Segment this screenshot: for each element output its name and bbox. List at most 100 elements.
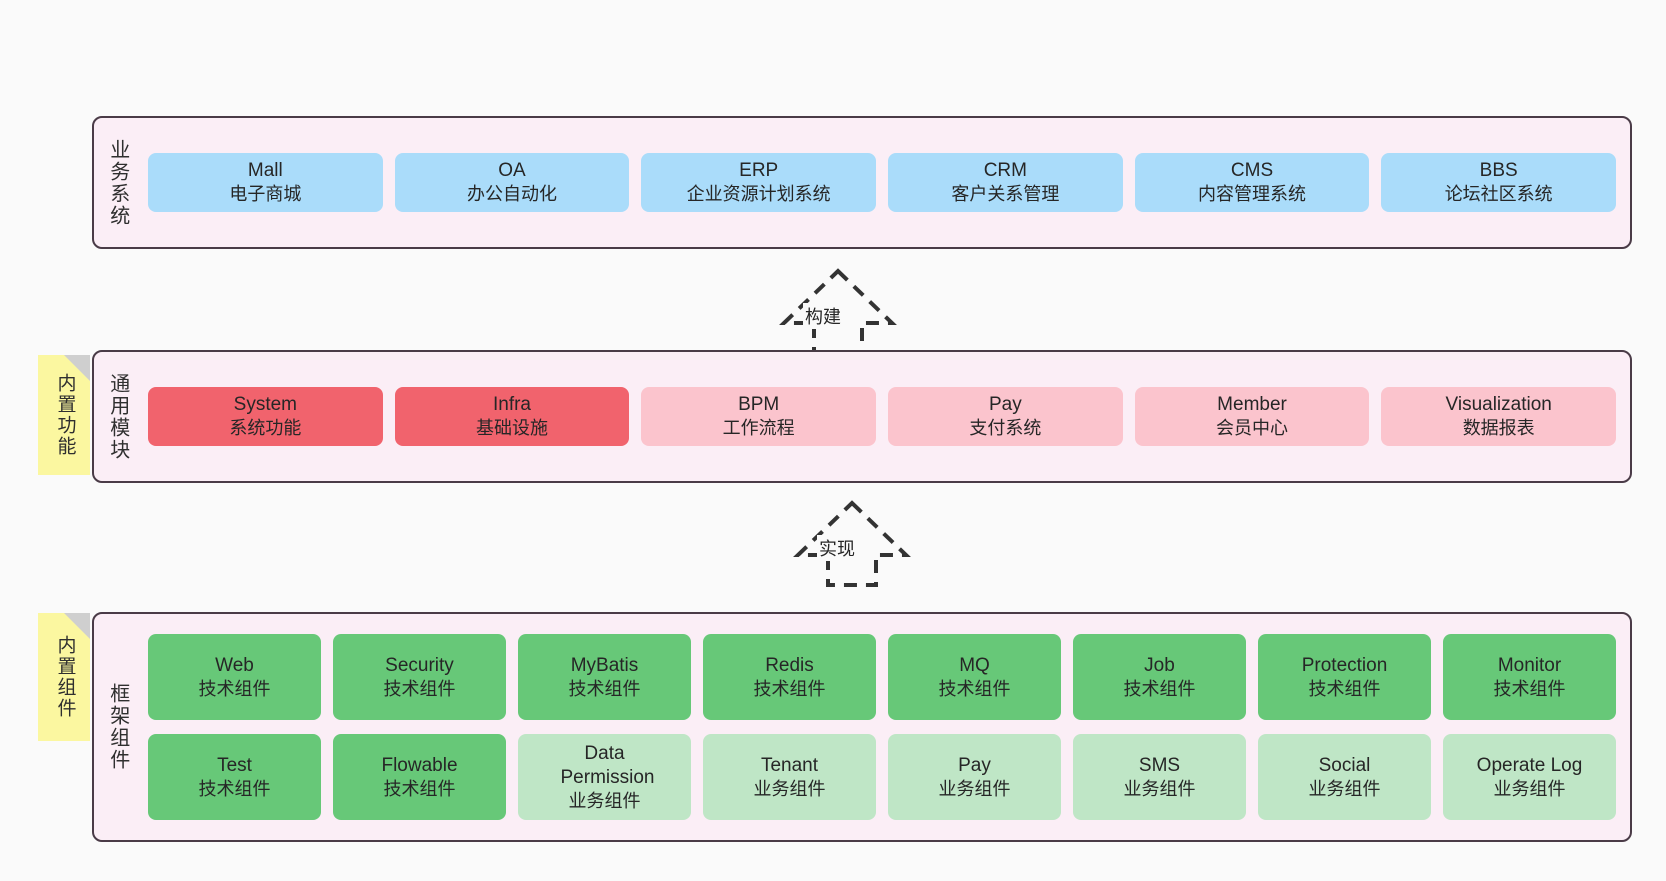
arrow-build: 构建: [778, 265, 898, 355]
card-security-desc: 技术组件: [383, 678, 456, 699]
sticky-note-builtin-components: 内置组件: [38, 613, 90, 741]
card-mall-name: Mall: [247, 160, 283, 182]
layer-framework-components-title: 框架组件: [106, 683, 129, 771]
card-sms-name: SMS: [1138, 754, 1181, 776]
card-mybatis[interactable]: MyBatis 技术组件: [518, 634, 691, 720]
common-card-row: System 系统功能 Infra 基础设施 BPM 工作流程 Pay 支付系统…: [148, 387, 1617, 446]
card-monitor[interactable]: Monitor 技术组件: [1443, 634, 1616, 720]
card-infra-name: Infra: [492, 394, 532, 416]
card-member[interactable]: Member 会员中心: [1134, 387, 1370, 446]
card-social-name: Social: [1318, 754, 1371, 776]
card-erp-name: ERP: [739, 160, 779, 182]
card-cms-desc: 内容管理系统: [1198, 184, 1307, 205]
card-crm-name: CRM: [983, 160, 1027, 182]
card-tenant-name: Tenant: [760, 754, 819, 776]
card-sms-desc: 业务组件: [1123, 778, 1196, 799]
card-bbs[interactable]: BBS 论坛社区系统: [1381, 153, 1617, 212]
card-flowable-name: Flowable: [381, 754, 458, 776]
layer-business-systems-title: 业务系统: [106, 138, 129, 227]
framework-technical-row: Web 技术组件 Security 技术组件 MyBatis 技术组件 Redi…: [148, 634, 1616, 720]
framework-business-row: Test 技术组件 Flowable 技术组件 Data Permission …: [148, 734, 1616, 820]
card-mq-name: MQ: [959, 654, 990, 676]
card-social[interactable]: Social 业务组件: [1258, 734, 1431, 820]
card-sms[interactable]: SMS 业务组件: [1073, 734, 1246, 820]
business-card-row: Mall 电子商城 OA 办公自动化 ERP 企业资源计划系统 CRM 客户关系…: [148, 153, 1617, 212]
card-security[interactable]: Security 技术组件: [333, 634, 506, 720]
card-visualization-desc: 数据报表: [1462, 418, 1535, 439]
layer-framework-components: 框架组件 Web 技术组件 Security 技术组件 MyBatis 技术组件…: [92, 612, 1632, 842]
card-member-desc: 会员中心: [1216, 418, 1289, 439]
card-monitor-name: Monitor: [1497, 654, 1562, 676]
card-web-desc: 技术组件: [198, 678, 271, 699]
card-data-permission-desc: 业务组件: [568, 790, 641, 811]
card-visualization[interactable]: Visualization 数据报表: [1381, 387, 1617, 446]
card-bpm[interactable]: BPM 工作流程: [641, 387, 877, 446]
card-mybatis-desc: 技术组件: [568, 678, 641, 699]
card-bpm-name: BPM: [738, 394, 780, 416]
layer-common-modules-body: System 系统功能 Infra 基础设施 BPM 工作流程 Pay 支付系统…: [140, 352, 1630, 481]
card-mall-desc: 电子商城: [229, 184, 302, 205]
card-erp-desc: 企业资源计划系统: [686, 184, 831, 205]
card-data-permission-name: Data Permission: [560, 743, 655, 788]
card-crm-desc: 客户关系管理: [951, 184, 1060, 205]
card-pay-module-name: Pay: [988, 394, 1022, 416]
card-redis-desc: 技术组件: [753, 678, 826, 699]
layer-common-modules: 通用模块 System 系统功能 Infra 基础设施 BPM 工作流程 Pay: [92, 350, 1632, 483]
card-system-desc: 系统功能: [229, 418, 302, 439]
card-pay-component[interactable]: Pay 业务组件: [888, 734, 1061, 820]
card-job-name: Job: [1144, 654, 1175, 676]
card-job[interactable]: Job 技术组件: [1073, 634, 1246, 720]
card-bpm-desc: 工作流程: [722, 418, 795, 439]
layer-framework-components-body: Web 技术组件 Security 技术组件 MyBatis 技术组件 Redi…: [140, 614, 1630, 840]
card-web-name: Web: [215, 654, 254, 676]
card-infra-desc: 基础设施: [476, 418, 548, 439]
card-mq-desc: 技术组件: [938, 678, 1011, 699]
arrow-implement: 实现: [792, 497, 912, 587]
card-security-name: Security: [385, 654, 454, 676]
card-bbs-name: BBS: [1479, 160, 1518, 182]
card-pay-module[interactable]: Pay 支付系统: [888, 387, 1123, 446]
arrow-build-label: 构建: [803, 303, 843, 329]
arrow-implement-label: 实现: [817, 535, 857, 561]
card-member-name: Member: [1217, 394, 1287, 416]
card-oa[interactable]: OA 办公自动化: [394, 153, 630, 212]
card-oa-desc: 办公自动化: [467, 184, 557, 205]
card-erp[interactable]: ERP 企业资源计划系统: [641, 153, 877, 212]
sticky-note-builtin-features: 内置功能: [38, 355, 90, 475]
card-tenant[interactable]: Tenant 业务组件: [703, 734, 876, 820]
card-test[interactable]: Test 技术组件: [148, 734, 321, 820]
card-pay-module-desc: 支付系统: [969, 418, 1042, 439]
sticky-note-builtin-components-label: 内置组件: [54, 635, 76, 719]
card-job-desc: 技术组件: [1123, 678, 1196, 699]
layer-common-modules-title: 通用模块: [106, 372, 129, 461]
card-redis[interactable]: Redis 技术组件: [703, 634, 876, 720]
sticky-note-builtin-features-label: 内置功能: [54, 373, 76, 457]
card-web[interactable]: Web 技术组件: [148, 634, 321, 720]
card-crm[interactable]: CRM 客户关系管理: [888, 153, 1123, 212]
card-oa-name: OA: [498, 160, 526, 182]
card-cms[interactable]: CMS 内容管理系统: [1134, 153, 1370, 212]
layer-business-systems: 业务系统 Mall 电子商城 OA 办公自动化 ERP 企业资源计划系统 CRM: [92, 116, 1632, 249]
card-flowable[interactable]: Flowable 技术组件: [333, 734, 506, 820]
card-cms-name: CMS: [1230, 160, 1274, 182]
card-infra[interactable]: Infra 基础设施: [394, 387, 630, 446]
card-system[interactable]: System 系统功能: [148, 387, 383, 446]
card-mybatis-name: MyBatis: [570, 654, 639, 676]
card-flowable-desc: 技术组件: [383, 778, 456, 799]
card-operate-log[interactable]: Operate Log 业务组件: [1443, 734, 1616, 820]
sticky-fold-corner: [64, 613, 90, 639]
card-bbs-desc: 论坛社区系统: [1444, 184, 1553, 205]
card-protection-name: Protection: [1301, 654, 1388, 676]
layer-business-systems-body: Mall 电子商城 OA 办公自动化 ERP 企业资源计划系统 CRM 客户关系…: [140, 118, 1630, 247]
card-tenant-desc: 业务组件: [753, 778, 826, 799]
sticky-fold-corner: [64, 355, 90, 381]
card-mq[interactable]: MQ 技术组件: [888, 634, 1061, 720]
card-visualization-name: Visualization: [1445, 394, 1552, 416]
card-mall[interactable]: Mall 电子商城: [148, 153, 383, 212]
card-pay-component-name: Pay: [958, 754, 991, 776]
card-data-permission[interactable]: Data Permission 业务组件: [518, 734, 691, 820]
card-protection[interactable]: Protection 技术组件: [1258, 634, 1431, 720]
card-test-name: Test: [217, 754, 252, 776]
card-social-desc: 业务组件: [1308, 778, 1381, 799]
